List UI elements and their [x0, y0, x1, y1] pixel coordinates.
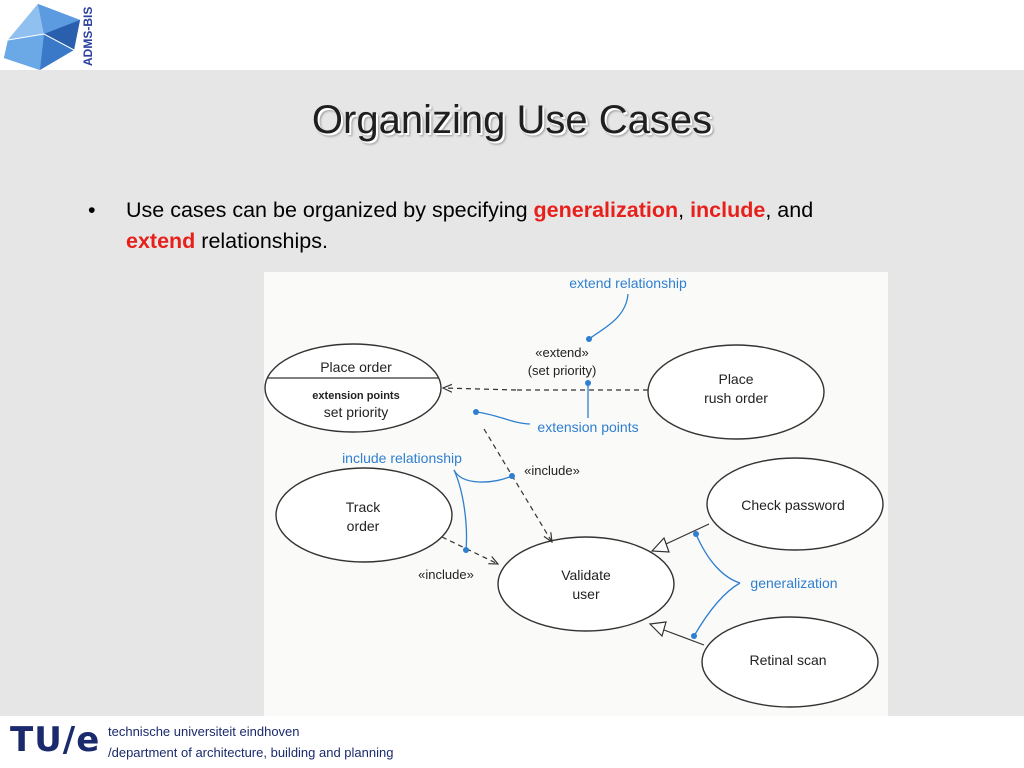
- generalization-line-check-password: [665, 523, 710, 545]
- use-case-label-line1: Validate: [561, 567, 611, 583]
- extend-condition: (set priority): [528, 363, 597, 378]
- use-case-ellipse: [701, 616, 879, 708]
- callout-dot: [586, 336, 592, 342]
- callout-dot: [509, 473, 515, 479]
- callout-include-relationship: include relationship: [342, 450, 462, 466]
- use-case-diagram: Place order extension points set priorit…: [264, 272, 888, 716]
- logo-gem-facet: [4, 34, 44, 70]
- callout-extend-relationship: extend relationship: [569, 275, 687, 291]
- callout-dot: [463, 547, 469, 553]
- use-case-ellipse: [264, 343, 442, 433]
- use-case-label-line1: Place: [718, 371, 753, 387]
- use-case-diagram-canvas: Place order extension points set priorit…: [264, 275, 884, 708]
- use-case-check-password: Check password: [706, 457, 884, 551]
- keyword-generalization: generalization: [533, 198, 679, 222]
- callout-dot: [585, 380, 591, 386]
- include-arrow-track-order: [441, 536, 498, 564]
- include-stereotype: «include»: [418, 567, 474, 582]
- bullet-marker: •: [88, 198, 96, 222]
- callout-dot: [693, 531, 699, 537]
- page-title: Organizing Use Cases: [311, 98, 713, 142]
- use-case-place-rush-order: Place rush order: [647, 344, 825, 440]
- logo-gem-facet: [44, 20, 80, 50]
- use-case-label: Check password: [741, 497, 845, 513]
- logo-text: ADMS-BIS: [81, 7, 95, 66]
- keyword-extend: extend: [126, 229, 196, 253]
- footer-department: /department of architecture, building an…: [108, 745, 394, 760]
- bullet-text-part: Use cases can be organized by specifying: [126, 198, 534, 222]
- use-case-label-line2: rush order: [704, 390, 768, 406]
- logo-gem-facet: [8, 4, 44, 40]
- callout-leader: [453, 469, 513, 483]
- use-case-label-line2: order: [347, 518, 380, 534]
- adms-bis-logo-icon: ADMS-BIS: [4, 4, 95, 70]
- callout-dot: [691, 633, 697, 639]
- use-case-track-order: Track order: [275, 467, 453, 563]
- extension-point-item: set priority: [324, 404, 389, 420]
- callout-leader: [588, 293, 629, 340]
- use-case-label: Retinal scan: [749, 652, 826, 668]
- extend-stereotype: «extend»: [535, 345, 589, 360]
- bullet-text-part: , and: [765, 198, 814, 222]
- footer-university: technische universiteit eindhoven: [108, 724, 300, 739]
- logo-gem-facet: [38, 4, 80, 34]
- keyword-include: include: [690, 198, 766, 222]
- include-arrow-place-order: [483, 428, 552, 542]
- extend-arrow: [443, 388, 517, 390]
- logo-gem-edges: [7, 33, 75, 51]
- use-case-ellipse: [706, 457, 884, 551]
- callout-leader: [695, 533, 741, 584]
- footer: TU/e technische universiteit eindhoven /…: [0, 716, 1024, 768]
- use-case-ellipse: [497, 536, 675, 632]
- extension-points-header: extension points: [312, 390, 399, 402]
- tue-logo: TU/e: [10, 720, 101, 760]
- use-case-place-order: Place order extension points set priorit…: [264, 343, 442, 433]
- include-stereotype: «include»: [524, 463, 580, 478]
- bullet-text: Use cases can be organized by specifying…: [126, 195, 968, 257]
- generalization-triangle: [650, 536, 670, 553]
- use-case-label-line1: Track: [346, 499, 381, 515]
- callout-leader: [453, 469, 468, 551]
- callout-leader: [475, 411, 531, 425]
- bullet-text-part: ,: [678, 198, 691, 222]
- callout-leader: [693, 582, 741, 637]
- use-case-label: Place order: [320, 359, 392, 375]
- bullet-text-part: relationships.: [195, 229, 328, 253]
- use-case-ellipse: [647, 344, 825, 440]
- callout-extension-points: extension points: [537, 419, 638, 435]
- use-case-validate-user: Validate user: [497, 536, 675, 632]
- callout-generalization: generalization: [750, 575, 837, 591]
- use-case-ellipse: [275, 467, 453, 563]
- bullet-item: • Use cases can be organized by specifyi…: [88, 195, 968, 257]
- use-case-label-line2: user: [572, 586, 600, 602]
- header-band: [0, 0, 1024, 70]
- callout-dot: [473, 409, 479, 415]
- use-case-retinal-scan: Retinal scan: [701, 616, 879, 708]
- generalization-line-retinal-scan: [663, 629, 705, 646]
- generalization-triangle: [648, 621, 667, 638]
